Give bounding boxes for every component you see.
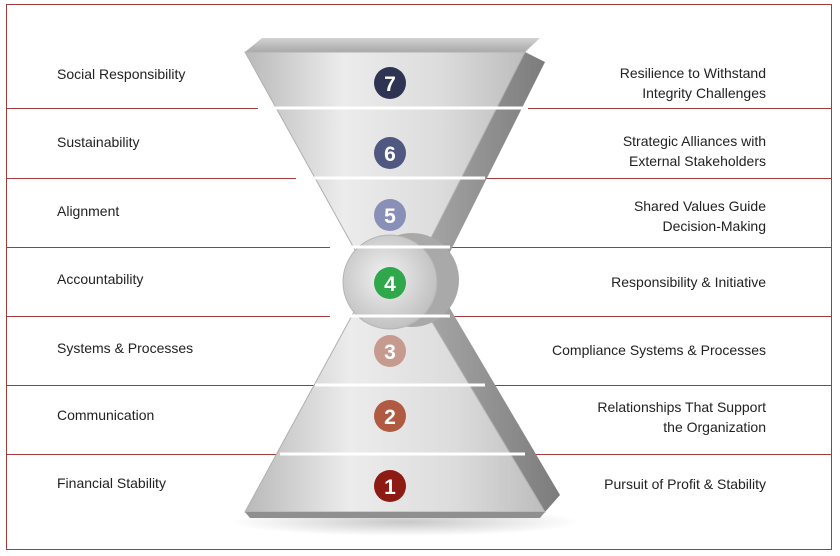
- right-label-line: Responsibility & Initiative: [611, 274, 766, 290]
- right-label-line: Shared Values Guide: [633, 198, 766, 214]
- right-label-level-7: Resilience to Withstand Integrity Challe…: [620, 63, 766, 103]
- level-4-badge: 4: [374, 267, 406, 299]
- left-label-level-2: Communication: [57, 407, 155, 423]
- right-label-level-4: Responsibility & Initiative: [611, 272, 766, 292]
- right-label-level-3: Compliance Systems & Processes: [552, 340, 766, 360]
- left-label-level-4: Accountability: [57, 271, 144, 287]
- svg-text:7: 7: [384, 73, 396, 96]
- level-3-badge: 3: [374, 335, 406, 367]
- left-label-level-3: Systems & Processes: [57, 340, 194, 356]
- svg-text:4: 4: [384, 273, 396, 296]
- right-label-line: Resilience to Withstand: [619, 65, 766, 81]
- left-label-level-1: Financial Stability: [57, 475, 166, 491]
- right-label-level-1: Pursuit of Profit & Stability: [604, 474, 766, 494]
- right-label-level-2: Relationships That Support the Organizat…: [597, 397, 766, 437]
- right-label-line: Compliance Systems & Processes: [552, 342, 766, 358]
- right-label-line: Pursuit of Profit & Stability: [604, 476, 766, 492]
- svg-text:1: 1: [384, 476, 396, 499]
- right-label-level-6: Strategic Alliances with External Stakeh…: [623, 131, 766, 171]
- left-label-level-5: Alignment: [57, 203, 120, 219]
- left-label-level-6: Sustainability: [57, 134, 140, 150]
- right-label-line: the Organization: [663, 419, 766, 435]
- level-1-badge: 1: [374, 470, 406, 502]
- right-label-line: Relationships That Support: [597, 399, 766, 415]
- level-5-badge: 5: [374, 199, 406, 231]
- level-2-badge: 2: [374, 400, 406, 432]
- left-label-level-7: Social Responsibility: [57, 66, 186, 82]
- svg-text:2: 2: [384, 406, 396, 429]
- right-label-level-5: Shared Values Guide Decision-Making: [634, 196, 766, 236]
- right-label-line: External Stakeholders: [629, 153, 766, 169]
- svg-text:5: 5: [384, 205, 396, 228]
- right-label-line: Integrity Challenges: [642, 85, 766, 101]
- right-label-line: Strategic Alliances with: [622, 133, 766, 149]
- level-6-badge: 6: [374, 137, 406, 169]
- svg-text:3: 3: [384, 341, 396, 364]
- level-7-badge: 7: [374, 67, 406, 99]
- svg-text:6: 6: [384, 143, 396, 166]
- right-label-line: Decision-Making: [662, 218, 766, 234]
